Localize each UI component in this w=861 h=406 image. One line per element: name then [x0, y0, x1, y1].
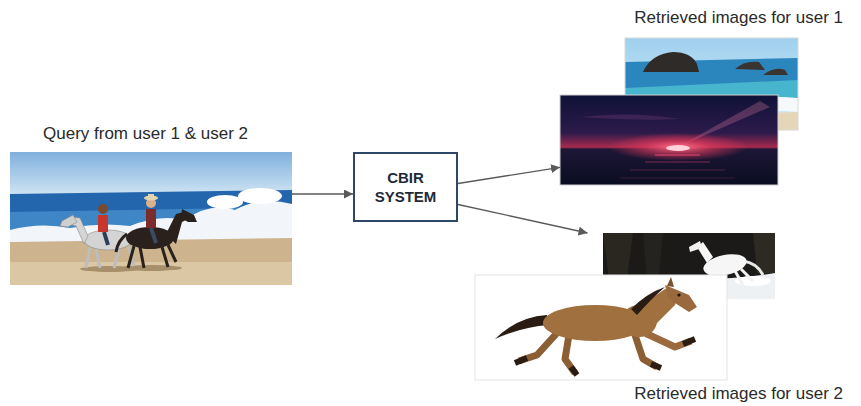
sunset-photo-part: [580, 114, 680, 119]
query-photo-part: [10, 262, 292, 285]
beach-photo-part: [643, 52, 699, 72]
process-box: CBIR SYSTEM: [353, 152, 458, 222]
image-caption: Retrieved images for user 2: [631, 384, 846, 403]
query-photo-part: [151, 228, 156, 243]
sunset-photo-part: [666, 145, 690, 151]
query-photo-part: [126, 227, 174, 249]
arrow-connector: [458, 167, 560, 183]
query-photo-part: [146, 209, 156, 228]
white-horse-photo-part: [689, 241, 702, 252]
brown-horse-photo: [475, 275, 727, 380]
white-horse-photo-part: [603, 233, 633, 279]
white-horse-photo-part: [735, 271, 743, 285]
query-photo-part: [98, 215, 108, 232]
sunset-photo-part: [560, 95, 778, 185]
query-image: Query from user 1 & user 2: [10, 124, 292, 285]
query-photo-part: [122, 265, 182, 271]
box-label: CBIR SYSTEM: [368, 168, 444, 206]
brown-horse-photo-part: [667, 277, 674, 287]
brown-horse-photo-part: [515, 358, 527, 363]
arrow-connector: [458, 205, 588, 234]
query-photo-part: [168, 245, 176, 262]
brown-horse-photo-part: [571, 367, 577, 375]
query-photo-part: [96, 248, 100, 268]
query-photo-part: [128, 246, 134, 268]
brown-horse-photo-part: [677, 293, 680, 296]
brown-horse-photo-part: [651, 364, 661, 368]
sunset-photo: [560, 95, 778, 185]
query-photo-part: [162, 247, 168, 267]
beach-photo-part: [763, 69, 788, 75]
query-photo-part: [60, 215, 77, 227]
white-horse-photo-part: [741, 269, 753, 281]
sunset-photo-part: [645, 161, 710, 162]
query-photo-part: [238, 188, 282, 204]
query-photo-part: [86, 247, 90, 268]
beach-photo-part: [735, 62, 765, 70]
query-photo-part: [104, 232, 108, 245]
sunset-photo-part: [560, 95, 778, 185]
brown-horse-photo-part: [665, 285, 697, 312]
query-photo-part: [207, 195, 243, 209]
query-photo-part: [10, 152, 292, 285]
sunset-photo-part: [608, 133, 748, 161]
query-photo-part: [148, 194, 154, 198]
result-group: Retrieved images for user 2: [475, 233, 850, 403]
query-photo-part: [116, 234, 127, 252]
result-group: Retrieved images for user 1: [560, 8, 850, 185]
query-photo-part: [140, 247, 144, 268]
query-photo: [10, 152, 292, 285]
sunset-photo-part: [655, 154, 700, 156]
brown-horse-photo-part: [495, 315, 549, 339]
query-photo-part: [98, 204, 108, 214]
query-photo-part: [84, 230, 132, 250]
brown-horse-photo-part: [631, 287, 665, 315]
image-caption: Retrieved images for user 1: [631, 8, 846, 27]
brown-horse-photo-part: [683, 339, 695, 344]
image-caption: Query from user 1 & user 2: [40, 124, 251, 143]
sunset-photo-part: [620, 178, 735, 179]
sunset-photo-part: [630, 170, 725, 171]
query-photo-part: [181, 209, 197, 222]
white-horse-photo-part: [643, 233, 663, 277]
arrow-connector: [292, 193, 353, 194]
brown-horse-photo-part: [475, 275, 727, 380]
